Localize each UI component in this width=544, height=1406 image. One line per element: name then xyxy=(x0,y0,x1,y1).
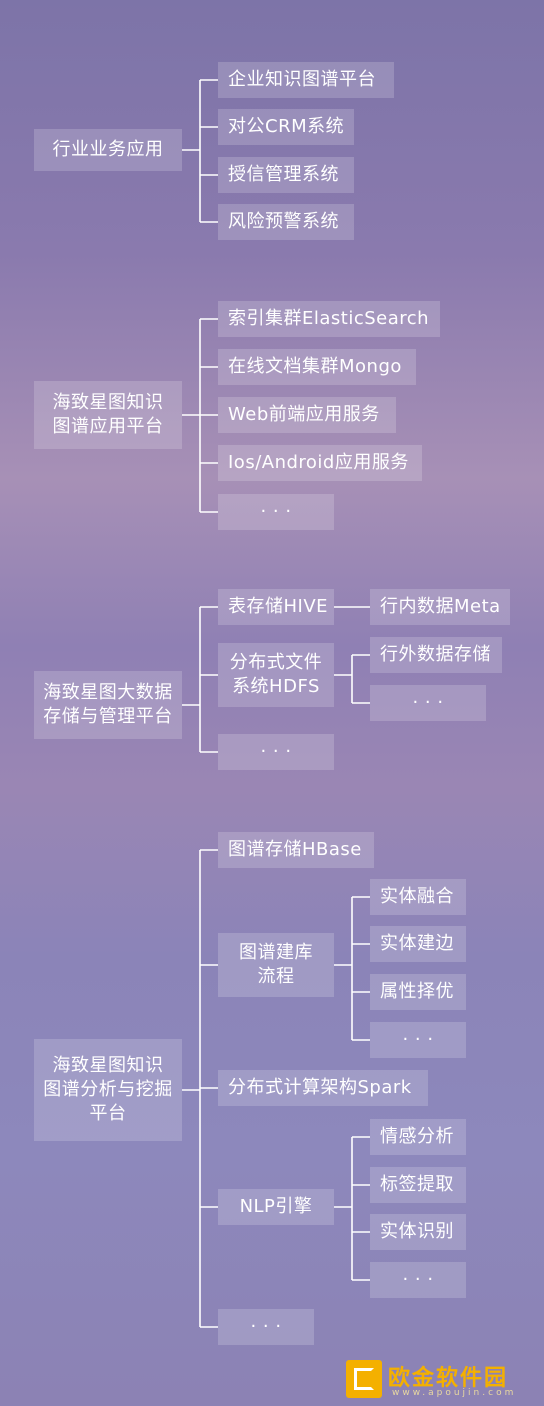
watermark-url: www.apoujin.com xyxy=(392,1388,517,1398)
root-node-industry-apps: 行业业务应用 xyxy=(34,129,182,171)
root-node-kg-analysis-platform: 海致星图知识 图谱分析与挖掘 平台 xyxy=(34,1039,182,1141)
watermark-logo: 欧金软件园 www.apoujin.com xyxy=(344,1358,540,1402)
node-web-frontend: Web前端应用服务 xyxy=(218,397,396,433)
node-attribute-selection: 属性择优 xyxy=(370,974,466,1010)
node-credit-system: 授信管理系统 xyxy=(218,157,354,193)
root-node-kg-app-platform: 海致星图知识 图谱应用平台 xyxy=(34,381,182,449)
node-sentiment-analysis: 情感分析 xyxy=(370,1119,466,1155)
node-hive-storage: 表存储HIVE xyxy=(218,589,334,625)
node-tag-extraction: 标签提取 xyxy=(370,1167,466,1203)
node-spark-compute: 分布式计算架构Spark xyxy=(218,1070,428,1106)
node-mongo-cluster: 在线文档集群Mongo xyxy=(218,349,416,385)
node-hbase-storage: 图谱存储HBase xyxy=(218,832,374,868)
node-hdfs: 分布式文件 系统HDFS xyxy=(218,643,334,707)
root-node-bigdata-platform: 海致星图大数据 存储与管理平台 xyxy=(34,671,182,739)
node-nlp-engine: NLP引擎 xyxy=(218,1189,334,1225)
watermark-text: 欧金软件园 xyxy=(388,1366,509,1391)
node-more-storage: · · · xyxy=(218,734,334,770)
node-kg-build-process: 图谱建库 流程 xyxy=(218,933,334,997)
node-entity-edges: 实体建边 xyxy=(370,926,466,962)
node-external-storage: 行外数据存储 xyxy=(370,637,502,673)
node-mobile-app-service: Ios/Android应用服务 xyxy=(218,445,422,481)
node-risk-alert-system: 风险预警系统 xyxy=(218,204,354,240)
node-more-apps: · · · xyxy=(218,494,334,530)
node-elasticsearch-cluster: 索引集群ElasticSearch xyxy=(218,301,440,337)
node-entity-recognition: 实体识别 xyxy=(370,1214,466,1250)
node-crm-system: 对公CRM系统 xyxy=(218,109,354,145)
node-entity-fusion: 实体融合 xyxy=(370,879,466,915)
node-more-analysis: · · · xyxy=(218,1309,314,1345)
node-more-hdfs: · · · xyxy=(370,685,486,721)
node-enterprise-kg-platform: 企业知识图谱平台 xyxy=(218,62,394,98)
node-more-nlp: · · · xyxy=(370,1262,466,1298)
node-internal-metadata: 行内数据Meta xyxy=(370,589,510,625)
logo-icon xyxy=(346,1360,382,1398)
node-more-build: · · · xyxy=(370,1022,466,1058)
